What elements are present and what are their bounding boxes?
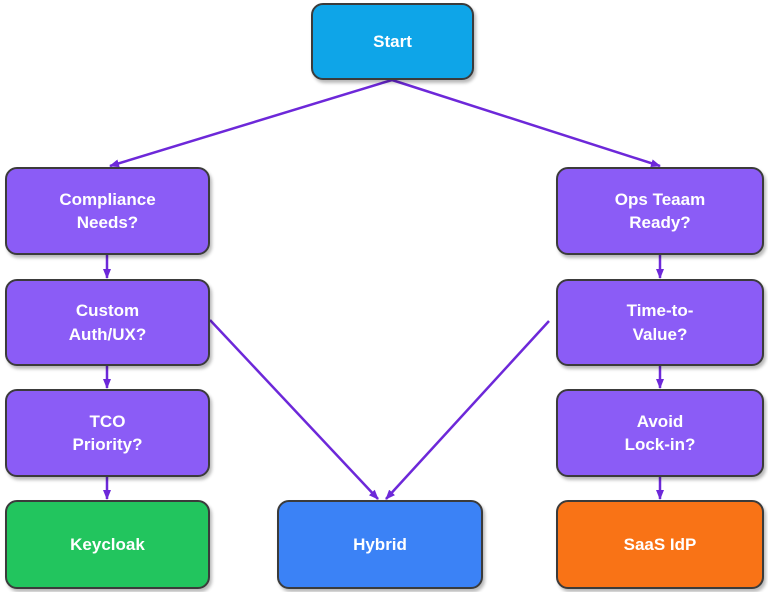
tco-priority-node: TCO Priority? bbox=[5, 389, 210, 477]
compliance-needs-label: Compliance Needs? bbox=[59, 189, 156, 232]
avoid-lock-in-label: Avoid Lock-in? bbox=[624, 411, 696, 454]
saas-idp-label: SaaS IdP bbox=[623, 534, 697, 554]
edge-start-to-ops-team bbox=[391, 78, 661, 168]
hybrid-outcome-node: Hybrid bbox=[277, 500, 483, 589]
time-to-value-label: Time-to- Value? bbox=[626, 301, 694, 344]
time-to-value-node: Time-to- Value? bbox=[556, 279, 764, 366]
tco-priority-label: TCO Priority? bbox=[72, 411, 143, 454]
ops-team-ready-node: Ops Teaam Ready? bbox=[556, 167, 764, 255]
hybrid-label: Hybrid bbox=[353, 534, 407, 554]
ops-team-ready-label: Ops Teaam Ready? bbox=[614, 189, 706, 232]
start-node-label: Start bbox=[373, 31, 412, 51]
compliance-needs-node: Compliance Needs? bbox=[5, 167, 210, 255]
saas-idp-outcome-node: SaaS IdP bbox=[556, 500, 764, 589]
edge-time-to-value-to-hybrid bbox=[385, 320, 550, 500]
custom-auth-label: Custom Auth/UX? bbox=[68, 301, 147, 344]
keycloak-label: Keycloak bbox=[70, 534, 145, 554]
keycloak-outcome-node: Keycloak bbox=[5, 500, 210, 589]
avoid-lock-in-node: Avoid Lock-in? bbox=[556, 389, 764, 477]
start-node: Start bbox=[311, 3, 474, 80]
edge-custom-auth-to-hybrid bbox=[209, 319, 379, 500]
custom-auth-node: Custom Auth/UX? bbox=[5, 279, 210, 366]
edge-start-to-compliance bbox=[109, 78, 393, 168]
